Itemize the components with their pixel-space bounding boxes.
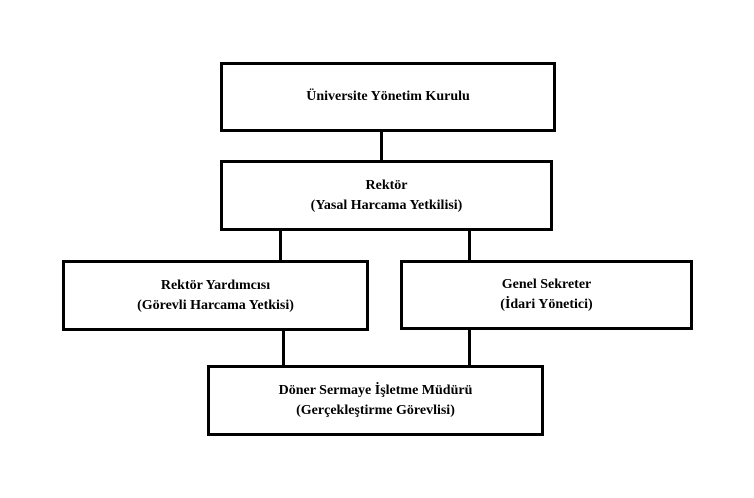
node-vice-rector-role: (Görevli Harcama Yetkisi) <box>137 297 294 313</box>
connector-rector-vice-rector <box>279 228 282 262</box>
node-secretary-general-role: (İdari Yönetici) <box>500 297 593 312</box>
node-rector: Rektör (Yasal Harcama Yetkilisi) <box>220 160 553 231</box>
node-vice-rector-title: Rektör Yardımcısı <box>160 277 271 293</box>
connector-rector-secretary-general <box>468 228 471 262</box>
connector-secretary-general-director <box>468 327 471 367</box>
node-secretary-general: Genel Sekreter (İdari Yönetici) <box>400 260 693 330</box>
node-rector-role: (Yasal Harcama Yetkilisi) <box>310 197 463 213</box>
connector-board-rector <box>380 129 383 163</box>
node-revolving-fund-director-title: Döner Sermaye İşletme Müdürü <box>278 382 473 398</box>
node-university-board-title: Üniversite Yönetim Kurulu <box>306 89 470 104</box>
node-secretary-general-title: Genel Sekreter <box>501 277 592 292</box>
node-rector-title: Rektör <box>365 177 408 193</box>
node-revolving-fund-director: Döner Sermaye İşletme Müdürü (Gerçekleşt… <box>207 365 544 436</box>
node-vice-rector: Rektör Yardımcısı (Görevli Harcama Yetki… <box>62 260 369 331</box>
node-revolving-fund-director-role: (Gerçekleştirme Görevlisi) <box>296 402 455 418</box>
connector-vice-rector-director <box>282 329 285 367</box>
node-university-board: Üniversite Yönetim Kurulu <box>220 62 556 132</box>
